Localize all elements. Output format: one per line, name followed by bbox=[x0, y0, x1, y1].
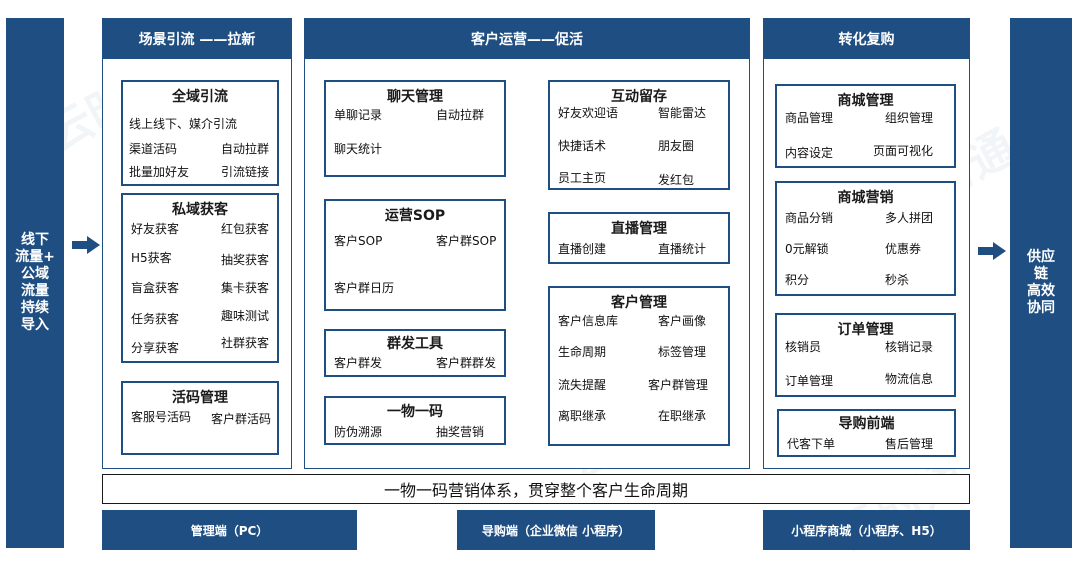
list-item: 商品管理 bbox=[785, 111, 834, 125]
box-sop: 运营SOP 客户SOP 客户群SOP 客户群日历 bbox=[324, 199, 506, 311]
list-item: 内容设定 bbox=[785, 146, 834, 160]
box-guide: 导购前端 代客下单 售后管理 bbox=[777, 409, 956, 457]
list-item: 抽奖获客 bbox=[221, 253, 270, 267]
list-item: 单聊记录 bbox=[334, 108, 383, 122]
list-item: 趣味测试 bbox=[221, 309, 270, 323]
box-private-acquire: 私域获客 好友获客 红包获客 H5获客 抽奖获客 盲盒获客 集卡获客 任务获客 … bbox=[121, 193, 279, 363]
list-item: 秒杀 bbox=[885, 273, 910, 287]
list-item: 批量加好友 bbox=[129, 165, 190, 179]
list-item: 优惠券 bbox=[885, 242, 922, 256]
list-item: 客户画像 bbox=[658, 314, 707, 328]
box-mall-marketing: 商城营销 商品分销 多人拼团 0元解锁 优惠券 积分 秒杀 bbox=[775, 181, 956, 296]
footer-guide-wecom: 导购端（企业微信 小程序） bbox=[457, 510, 655, 550]
arrow-right-icon bbox=[978, 242, 1006, 260]
list-item: H5获客 bbox=[131, 251, 172, 265]
box-mass-send: 群发工具 客户群发 客户群群发 bbox=[324, 329, 506, 377]
list-item: 社群获客 bbox=[221, 336, 270, 350]
list-item: 聊天统计 bbox=[334, 142, 383, 156]
footer-mini-mall: 小程序商城（小程序、H5） bbox=[763, 510, 970, 550]
list-item: 引流链接 bbox=[221, 165, 270, 179]
list-item: 积分 bbox=[785, 273, 810, 287]
list-item: 线上线下、媒介引流 bbox=[129, 117, 238, 131]
list-item: 在职继承 bbox=[658, 409, 707, 423]
supply-chain-bar: 供应 链 高效 协同 bbox=[1010, 18, 1072, 548]
box-title: 聊天管理 bbox=[387, 89, 443, 105]
lifecycle-banner: 一物一码营销体系，贯穿整个客户生命周期 bbox=[102, 474, 970, 504]
list-item: 客户群群发 bbox=[436, 356, 497, 370]
list-item: 流失提醒 bbox=[558, 378, 607, 392]
list-item: 客户群SOP bbox=[436, 234, 497, 248]
box-title: 商城营销 bbox=[837, 190, 894, 206]
list-item: 集卡获客 bbox=[221, 281, 270, 295]
box-title: 导购前端 bbox=[838, 416, 895, 432]
list-item: 好友获客 bbox=[131, 222, 180, 236]
box-order: 订单管理 核销员 核销记录 订单管理 物流信息 bbox=[775, 313, 956, 397]
box-mall-mgmt: 商城管理 商品管理 组织管理 内容设定 页面可视化 bbox=[775, 84, 956, 168]
repurchase-column-title: 转化复购 bbox=[764, 19, 969, 59]
list-item: 分享获客 bbox=[131, 341, 180, 355]
box-title: 全域引流 bbox=[172, 89, 228, 105]
list-item: 发红包 bbox=[658, 173, 695, 187]
list-item: 客户SOP bbox=[334, 234, 383, 248]
list-item: 渠道活码 bbox=[129, 142, 178, 156]
box-title: 直播管理 bbox=[611, 221, 667, 237]
list-item: 物流信息 bbox=[885, 372, 934, 386]
list-item: 核销员 bbox=[785, 340, 822, 354]
list-item: 直播统计 bbox=[658, 242, 707, 256]
list-item: 商品分销 bbox=[785, 211, 834, 225]
list-item: 页面可视化 bbox=[873, 144, 934, 158]
arrow-right-icon bbox=[72, 236, 100, 254]
list-item: 售后管理 bbox=[885, 437, 934, 451]
list-item: 自动拉群 bbox=[436, 108, 485, 122]
list-item: 组织管理 bbox=[885, 111, 934, 125]
list-item: 好友欢迎语 bbox=[558, 106, 619, 120]
list-item: 朋友圈 bbox=[658, 139, 695, 153]
list-item: 客户信息库 bbox=[558, 314, 619, 328]
list-item: 订单管理 bbox=[785, 374, 834, 388]
list-item: 核销记录 bbox=[885, 340, 934, 354]
list-item: 客户群管理 bbox=[648, 378, 709, 392]
list-item: 红包获客 bbox=[221, 222, 270, 236]
list-item: 多人拼团 bbox=[885, 211, 934, 225]
box-title: 商城管理 bbox=[837, 93, 894, 109]
box-live: 直播管理 直播创建 直播统计 bbox=[548, 212, 730, 264]
box-title: 群发工具 bbox=[387, 336, 443, 352]
list-item: 客服号活码 bbox=[131, 410, 192, 424]
list-item: 智能雷达 bbox=[658, 106, 707, 120]
box-customer: 客户管理 客户信息库 客户画像 生命周期 标签管理 流失提醒 客户群管理 离职继… bbox=[548, 286, 730, 446]
list-item: 直播创建 bbox=[558, 242, 607, 256]
list-item: 任务获客 bbox=[131, 312, 180, 326]
box-chat: 聊天管理 单聊记录 自动拉群 聊天统计 bbox=[324, 80, 506, 177]
list-item: 0元解锁 bbox=[785, 242, 829, 256]
list-item: 离职继承 bbox=[558, 409, 607, 423]
list-item: 自动拉群 bbox=[221, 142, 270, 156]
list-item: 标签管理 bbox=[658, 345, 707, 359]
box-title: 活码管理 bbox=[172, 390, 228, 406]
list-item: 防伪溯源 bbox=[334, 425, 383, 439]
box-title: 客户管理 bbox=[611, 295, 667, 311]
box-title: 运营SOP bbox=[384, 208, 446, 224]
box-one-code: 一物一码 防伪溯源 抽奖营销 bbox=[324, 396, 506, 445]
box-interact: 互动留存 好友欢迎语 智能雷达 快捷话术 朋友圈 员工主页 发红包 bbox=[548, 80, 730, 190]
box-title: 私域获客 bbox=[172, 202, 228, 218]
list-item: 抽奖营销 bbox=[436, 425, 485, 439]
offline-traffic-bar: 线下 流量+ 公域 流量 持续 导入 bbox=[6, 18, 64, 548]
box-title: 互动留存 bbox=[611, 89, 667, 105]
list-item: 生命周期 bbox=[558, 345, 607, 359]
footer-admin-pc: 管理端（PC） bbox=[102, 510, 357, 550]
list-item: 代客下单 bbox=[787, 437, 836, 451]
box-title: 一物一码 bbox=[387, 404, 443, 420]
ops-column-title: 客户运营——促活 bbox=[305, 19, 749, 59]
box-live-code: 活码管理 客服号活码 客户群活码 bbox=[121, 381, 279, 455]
list-item: 客户群日历 bbox=[334, 281, 395, 295]
scene-column-title: 场景引流 ——拉新 bbox=[103, 19, 291, 59]
box-title: 订单管理 bbox=[837, 322, 894, 338]
list-item: 客户群发 bbox=[334, 356, 383, 370]
list-item: 盲盒获客 bbox=[131, 281, 180, 295]
box-global-traffic: 全域引流 线上线下、媒介引流 渠道活码 自动拉群 批量加好友 引流链接 bbox=[121, 80, 279, 186]
list-item: 员工主页 bbox=[558, 171, 607, 185]
list-item: 快捷话术 bbox=[558, 139, 607, 153]
list-item: 客户群活码 bbox=[211, 412, 272, 426]
